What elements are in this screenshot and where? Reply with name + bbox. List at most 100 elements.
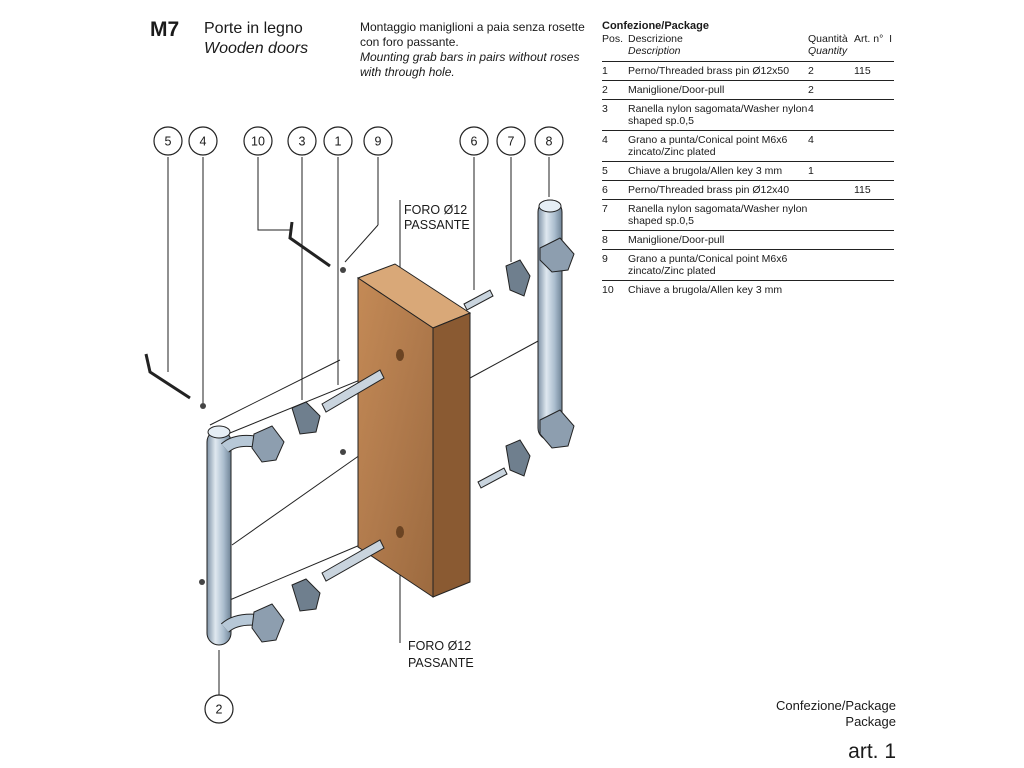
package-table: Pos. Descrizione Description Quantità Qu…	[602, 33, 894, 299]
cell-art	[854, 280, 894, 299]
right-door-pull	[537, 199, 575, 449]
hole-label-top-line1: FORO Ø12	[404, 203, 467, 217]
cell-qty: 4	[808, 130, 854, 162]
callout-circle	[243, 126, 273, 156]
col-pos-header: Pos.	[602, 33, 624, 45]
callout-circle	[496, 126, 526, 156]
leader-lines	[167, 157, 550, 695]
callout-number: 10	[251, 135, 265, 149]
cell-qty	[808, 249, 854, 281]
cell-art	[854, 161, 894, 181]
cell-desc: Grano a punta/Conical point M6x6 zincato…	[628, 249, 808, 281]
col-desc-header: Descrizione Description	[628, 33, 808, 62]
cell-art	[854, 199, 894, 231]
callout-number: 1	[335, 135, 342, 149]
cell-desc: Grano a punta/Conical point M6x6 zincato…	[628, 130, 808, 162]
article-number: art. 1	[848, 740, 896, 763]
hole-label-bottom-line2: PASSANTE	[408, 656, 474, 670]
callout-number: 4	[200, 135, 207, 149]
description-italian: Montaggio maniglioni a paia senza rosett…	[360, 20, 585, 49]
table-header-row: Pos. Descrizione Description Quantità Qu…	[602, 33, 894, 62]
cell-pos: 9	[602, 249, 628, 281]
cell-pos: 2	[602, 80, 628, 100]
col-desc-en: Description	[628, 45, 681, 57]
cell-art: 115	[854, 61, 894, 81]
callout-circle	[534, 126, 564, 156]
cell-pos: 4	[602, 130, 628, 162]
cell-pos: 10	[602, 280, 628, 299]
footer-package: Confezione/Package Package	[776, 698, 896, 730]
cell-pos: 8	[602, 230, 628, 250]
cell-desc: Chiave a brugola/Allen key 3 mm	[628, 161, 808, 181]
description-english: Mounting grab bars in pairs without rose…	[360, 50, 580, 79]
col-qty-en: Quantity	[808, 45, 848, 57]
cell-desc: Perno/Threaded brass pin Ø12x50	[628, 61, 808, 81]
cell-pos: 1	[602, 61, 628, 81]
col-qty-it: Quantità	[808, 33, 848, 45]
callout-number: 3	[299, 135, 306, 149]
callout-number: 2	[216, 703, 223, 717]
cell-pos: 7	[602, 199, 628, 231]
cell-art	[854, 130, 894, 162]
callout-circle	[459, 126, 489, 156]
model-code: M7	[150, 18, 180, 41]
callout-circle	[153, 126, 183, 156]
cell-pos: 3	[602, 99, 628, 131]
callout-circle	[287, 126, 317, 156]
cell-art	[854, 249, 894, 281]
cell-art	[854, 230, 894, 250]
col-art-header: Art. n° I	[854, 33, 893, 45]
grub-screws	[199, 267, 346, 585]
description: Montaggio maniglioni a paia senza rosett…	[360, 20, 590, 80]
allen-keys	[144, 221, 331, 400]
cell-desc: Ranella nylon sagomata/Washer nylon shap…	[628, 199, 808, 231]
wood-panel	[356, 263, 472, 598]
callout-circle	[363, 126, 393, 156]
cell-desc: Maniglione/Door-pull	[628, 230, 808, 250]
cell-art: 115	[854, 180, 894, 200]
cell-art	[854, 99, 894, 131]
cell-art	[854, 80, 894, 100]
col-qty-header: Quantità Quantity	[808, 33, 854, 62]
title-italian: Porte in legno	[204, 20, 303, 37]
nylon-washers	[291, 259, 531, 612]
cell-desc: Perno/Threaded brass pin Ø12x40	[628, 180, 808, 200]
callout-number: 8	[546, 135, 553, 149]
cell-desc: Maniglione/Door-pull	[628, 80, 808, 100]
callout-number: 9	[375, 135, 382, 149]
package-table-heading: Confezione/Package	[602, 20, 709, 32]
hole-label-top-line2: PASSANTE	[404, 218, 470, 232]
col-extra-header: I	[889, 33, 893, 45]
cell-qty	[808, 199, 854, 231]
callout-number: 7	[508, 135, 515, 149]
cell-qty: 4	[808, 99, 854, 131]
cell-pos: 5	[602, 161, 628, 181]
footer-package-en: Package	[845, 714, 896, 729]
threaded-pins	[321, 289, 508, 582]
callout-circle	[323, 126, 353, 156]
cell-qty: 2	[808, 61, 854, 81]
cell-qty	[808, 230, 854, 250]
cell-qty: 1	[808, 161, 854, 181]
title-english: Wooden doors	[204, 40, 309, 57]
callout-number: 6	[471, 135, 478, 149]
cell-qty	[808, 280, 854, 299]
col-desc-it: Descrizione	[628, 33, 683, 45]
cell-qty: 2	[808, 80, 854, 100]
cell-desc: Chiave a brugola/Allen key 3 mm	[628, 280, 808, 299]
footer-package-it: Confezione/Package	[776, 698, 896, 713]
cell-desc: Ranella nylon sagomata/Washer nylon shap…	[628, 99, 808, 131]
left-door-pull	[206, 425, 285, 646]
hole-label-bottom-line1: FORO Ø12	[408, 639, 471, 653]
